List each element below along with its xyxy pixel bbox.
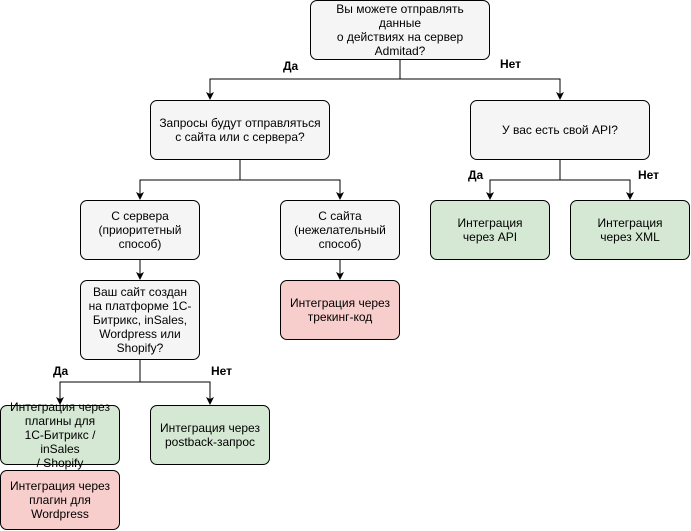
node-tracking-code: Интеграция через трекинг-код [280,280,400,340]
edge-root-to-api [400,78,564,100]
node-from-server: С сервера (приоритетный способ) [80,200,200,260]
edge-label-no-platform: Нет [211,364,233,378]
edge-label-no-api: Нет [638,168,660,182]
edge-requests-to-site [240,179,344,200]
node-requests-source-question: Запросы будут отправляться с сайта или с… [150,100,330,160]
edge-label-yes-top: Да [283,59,299,73]
node-api-integration: Интеграция через API [430,200,550,260]
edge-label-yes-platform: Да [53,364,69,378]
edge-api-to-xml-integration [560,179,634,200]
edge-label-yes-api: Да [468,168,484,182]
node-plugins-bitrix-insales-shopify: Интеграция через плагины для 1С-Битрикс … [0,400,120,470]
edge-platform-to-plugins [56,381,140,405]
node-from-site: С сайта (нежелательный способ) [280,200,400,260]
node-plugin-wordpress: Интеграция через плагин для Wordpress [0,470,120,530]
node-platform-question: Ваш сайт создан на платформе 1С- Битрикс… [80,280,200,360]
edge-platform-to-postback [140,381,214,405]
edge-root-to-requests [206,78,400,100]
node-own-api-question: У вас есть свой API? [470,100,650,160]
edge-api-to-api-integration [486,179,560,200]
node-postback-integration: Интеграция через postback-запрос [150,405,270,465]
node-send-data-question: Вы можете отправлять данные о действиях … [310,0,490,60]
node-xml-integration: Интеграция через XML [570,200,690,260]
edge-label-no-top: Нет [500,57,522,71]
edge-requests-to-server [136,179,240,200]
